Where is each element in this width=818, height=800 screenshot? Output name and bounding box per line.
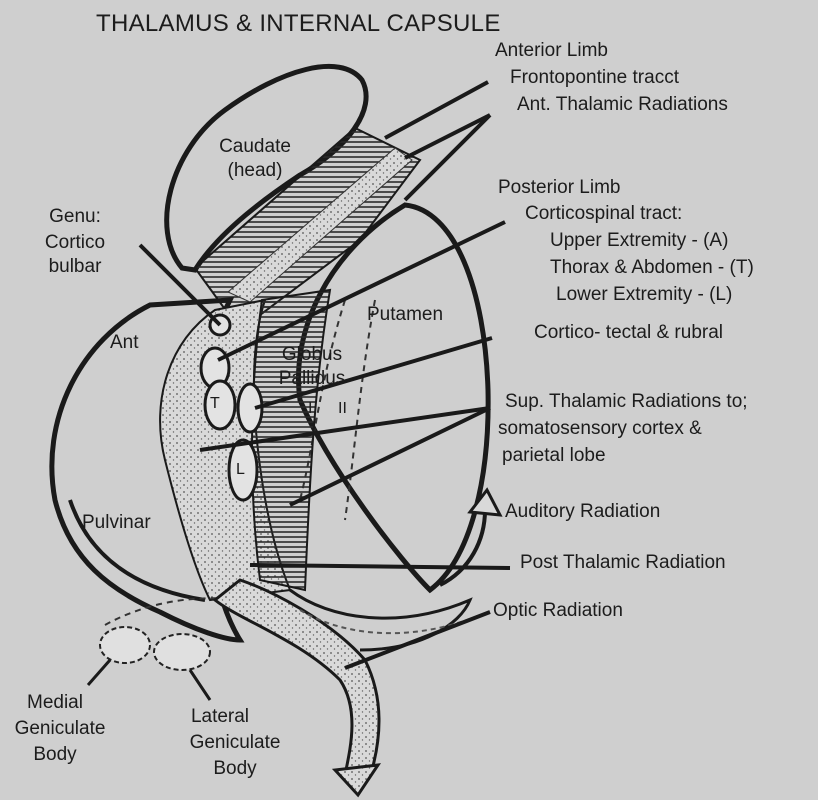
leader-optic xyxy=(344,610,491,670)
label-ant: Ant xyxy=(110,332,139,353)
lateral-geniculate-body xyxy=(153,633,211,671)
leader-medial-geniculate xyxy=(86,659,112,686)
label-pulvinar: Pulvinar xyxy=(82,512,151,533)
label-ant-thalamic: Ant. Thalamic Radiations xyxy=(517,94,728,115)
label-medial-2: Geniculate xyxy=(14,718,106,739)
leader-cortico-tectal xyxy=(254,336,493,410)
label-frontopontine: Frontopontine tracct xyxy=(510,67,679,88)
label-putamen: Putamen xyxy=(367,304,444,325)
globus-boundary-2 xyxy=(344,299,376,521)
genu-pointer xyxy=(138,243,222,327)
label-genu: Genu: xyxy=(49,206,101,227)
label-caudate-head: (head) xyxy=(227,160,283,181)
label-genu-bulbar: bulbar xyxy=(48,256,102,277)
label-sup-thalamic-3: parietal lobe xyxy=(502,445,606,466)
medial-geniculate-body xyxy=(99,626,151,664)
auditory-radiation-curve xyxy=(439,509,487,587)
leader-lateral-geniculate xyxy=(188,669,212,701)
label-lateral-2: Geniculate xyxy=(189,732,281,753)
region-mark-i: I xyxy=(308,400,313,417)
label-corticospinal: Corticospinal tract: xyxy=(525,203,683,224)
diagram-title: THALAMUS & INTERNAL CAPSULE xyxy=(96,10,501,37)
leader-sup-thalamic-2 xyxy=(289,406,491,507)
label-sup-thalamic-2: somatosensory cortex & xyxy=(498,418,702,439)
region-mark-ii: II xyxy=(338,400,347,417)
label-pallidus: Pallidus xyxy=(278,368,346,389)
label-upper-extremity: Upper Extremity - (A) xyxy=(550,230,729,251)
leader-anterior-limb xyxy=(384,80,489,140)
oval-mark-l: L xyxy=(236,461,245,478)
label-globus: Globus xyxy=(281,344,343,365)
label-anterior-limb: Anterior Limb xyxy=(495,40,608,61)
label-genu-cortico: Cortico xyxy=(44,232,106,253)
label-optic-radiation: Optic Radiation xyxy=(493,600,623,621)
label-posterior-limb: Posterior Limb xyxy=(498,177,621,198)
leader-sup-thalamic-1 xyxy=(199,406,491,452)
label-medial-3: Body xyxy=(33,744,77,765)
leader-posterior-limb xyxy=(217,220,506,362)
oval-mark-t: T xyxy=(210,395,220,412)
globus-boundary-1 xyxy=(299,299,346,501)
auditory-arrow-head xyxy=(467,487,503,517)
ant-thalamic-strip xyxy=(227,147,413,303)
label-lateral-1: Lateral xyxy=(190,706,250,727)
lower-extremity-oval xyxy=(227,438,259,502)
thorax-oval xyxy=(203,379,237,431)
label-sup-thalamic-1: Sup. Thalamic Radiations to; xyxy=(505,391,748,412)
label-lateral-3: Body xyxy=(213,758,257,779)
label-cortico-tectal: Cortico- tectal & rubral xyxy=(534,322,724,343)
leader-post-thalamic xyxy=(249,563,511,570)
label-medial-1: Medial xyxy=(27,692,83,713)
label-post-thalamic-radiation: Post Thalamic Radiation xyxy=(520,552,726,573)
label-lower-extremity: Lower Extremity - (L) xyxy=(556,284,733,305)
leader-ant-thalamic-2 xyxy=(403,113,492,202)
label-auditory-radiation: Auditory Radiation xyxy=(505,501,661,522)
label-caudate: Caudate xyxy=(219,136,291,157)
caudate-head-shape xyxy=(164,64,369,273)
leader-ant-thalamic-1 xyxy=(404,113,491,160)
optic-arrow-head xyxy=(331,763,382,798)
label-thorax-abdomen: Thorax & Abdomen - (T) xyxy=(550,257,754,278)
pulvinar-curve xyxy=(68,499,206,602)
